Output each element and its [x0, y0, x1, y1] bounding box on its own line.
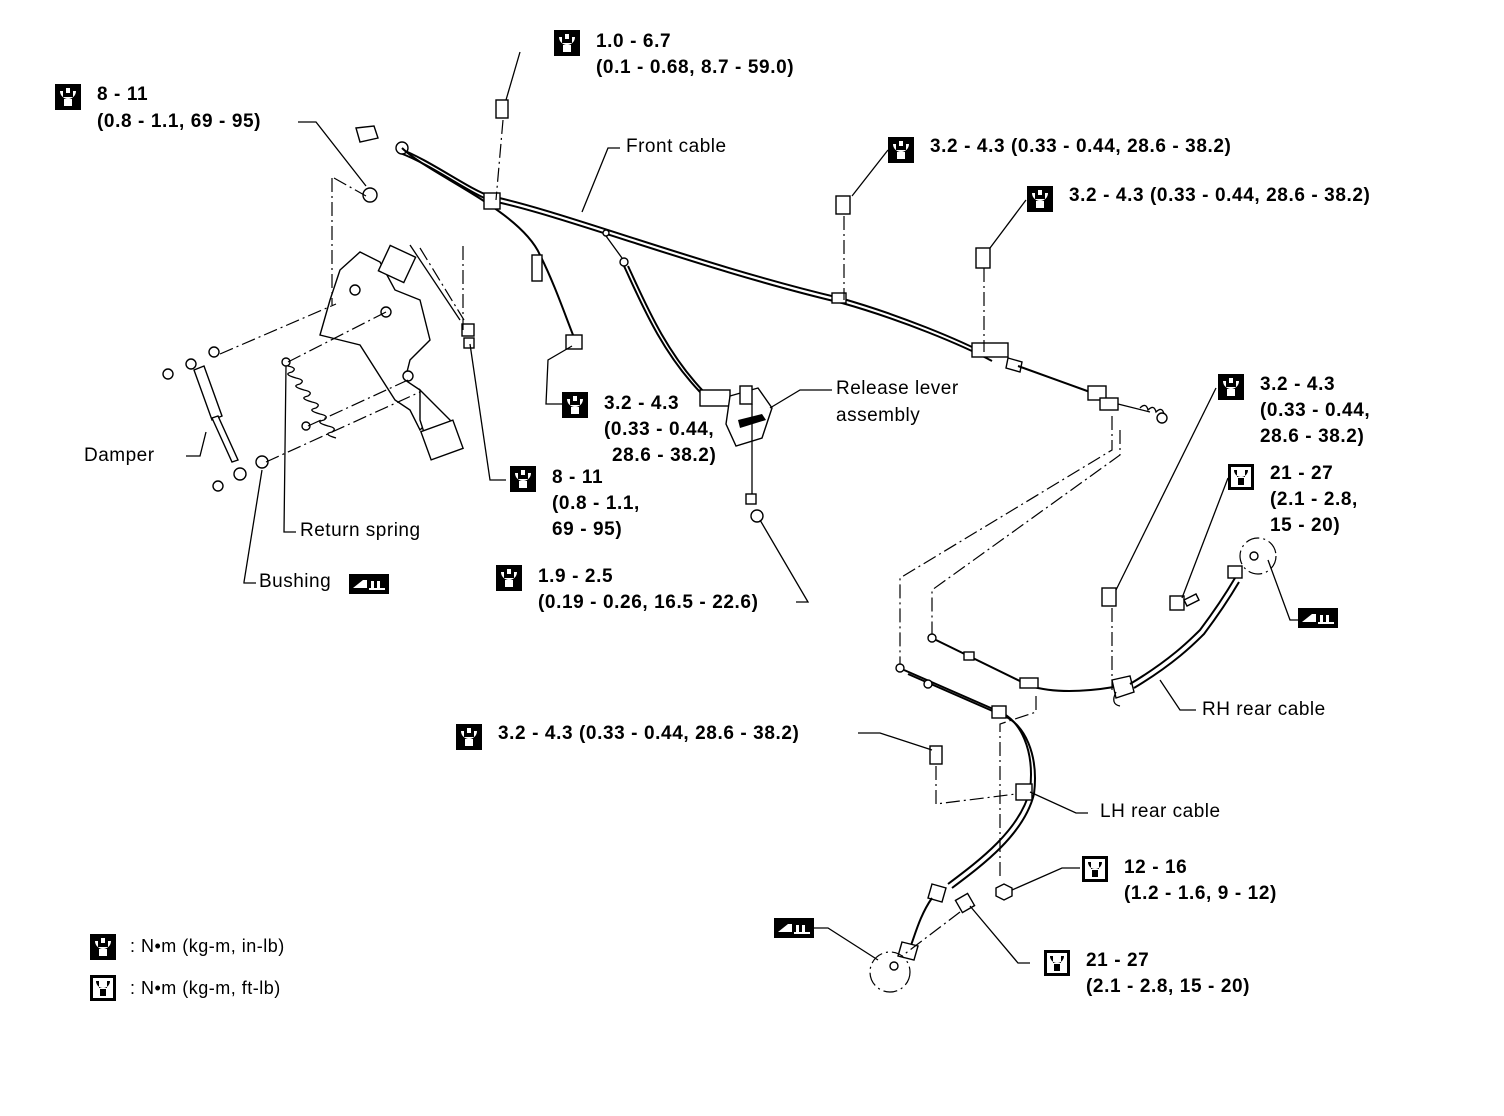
- torque-ftlb-icon: [1082, 856, 1108, 882]
- torque-spec-2-line2: (0.1 - 0.68, 8.7 - 59.0): [596, 57, 795, 78]
- torque-inlb-icon: [554, 30, 580, 56]
- torque-ftlb-icon: [1044, 950, 1070, 976]
- rear-cables-drawing: [495, 99, 1259, 971]
- torque-inlb-icon: [510, 466, 536, 492]
- torque-spec-6-line1: 8 - 11: [552, 467, 604, 488]
- torque-inlb-icon: [1218, 374, 1244, 400]
- lh-rear-cable-label: LH rear cable: [1100, 801, 1221, 822]
- torque-spec-6-line2: (0.8 - 1.1,: [552, 493, 640, 514]
- legend-inlb-icon: [90, 934, 116, 960]
- damper-label: Damper: [84, 445, 155, 466]
- grease-icon: [349, 574, 389, 594]
- grease-icon: [774, 918, 814, 938]
- legend-ftlb-text: : N•m (kg-m, ft-lb): [130, 978, 281, 998]
- torque-spec-7-line1: 1.9 - 2.5: [538, 566, 614, 587]
- torque-inlb-icon: [1027, 186, 1053, 212]
- torque-spec-12-line2: (2.1 - 2.8, 15 - 20): [1086, 976, 1251, 997]
- bushing-drawing: [255, 455, 269, 469]
- torque-ftlb-icon: [1228, 464, 1254, 490]
- torque-inlb-icon: [496, 565, 522, 591]
- lh-grease-point: [869, 951, 911, 993]
- torque-spec-11-line2: (1.2 - 1.6, 9 - 12): [1124, 883, 1277, 904]
- torque-spec-5-line3: 28.6 - 38.2): [612, 445, 717, 466]
- torque-spec-11-line1: 12 - 16: [1124, 857, 1188, 878]
- damper-drawing: [162, 346, 247, 492]
- torque-spec-5-line1: 3.2 - 4.3: [604, 393, 680, 414]
- release-lever-drawing: [602, 229, 773, 523]
- rh-rear-cable-label: RH rear cable: [1202, 699, 1326, 720]
- torque-spec-8-line2: (0.33 - 0.44,: [1260, 400, 1371, 421]
- torque-inlb-icon: [456, 724, 482, 750]
- return-spring-drawing: [281, 357, 337, 439]
- pedal-assembly-drawing: [319, 187, 475, 461]
- torque-spec-8-line3: 28.6 - 38.2): [1260, 426, 1365, 447]
- torque-spec-10: 3.2 - 4.3 (0.33 - 0.44, 28.6 - 38.2): [498, 723, 800, 744]
- grease-icon: [1298, 608, 1338, 628]
- torque-spec-2-line1: 1.0 - 6.7: [596, 31, 672, 52]
- torque-spec-9-line2: (2.1 - 2.8,: [1270, 489, 1358, 510]
- torque-inlb-icon: [562, 392, 588, 418]
- torque-inlb-icon: [888, 137, 914, 163]
- torque-spec-7-line2: (0.19 - 0.26, 16.5 - 22.6): [538, 592, 759, 613]
- front-cable-drawing: [355, 125, 1168, 424]
- torque-inlb-icon: [55, 84, 81, 110]
- torque-spec-6-line3: 69 - 95): [552, 519, 623, 540]
- torque-spec-8-line1: 3.2 - 4.3: [1260, 374, 1336, 395]
- return-spring-label: Return spring: [300, 520, 421, 541]
- torque-spec-3: 3.2 - 4.3 (0.33 - 0.44, 28.6 - 38.2): [930, 136, 1232, 157]
- legend-ftlb-icon: [90, 975, 116, 1001]
- legend-inlb-text: : N•m (kg-m, in-lb): [130, 936, 285, 956]
- release-lever-label-line1: Release lever: [836, 378, 959, 399]
- torque-spec-12-line1: 21 - 27: [1086, 950, 1150, 971]
- torque-spec-1-line2: (0.8 - 1.1, 69 - 95): [97, 111, 262, 132]
- torque-spec-5-line2: (0.33 - 0.44,: [604, 419, 715, 440]
- torque-spec-9-line1: 21 - 27: [1270, 463, 1334, 484]
- torque-spec-4: 3.2 - 4.3 (0.33 - 0.44, 28.6 - 38.2): [1069, 185, 1371, 206]
- bushing-label: Bushing: [259, 571, 332, 592]
- release-lever-label-line2: assembly: [836, 405, 921, 426]
- torque-spec-1-line1: 8 - 11: [97, 84, 149, 105]
- leader-lines: [186, 51, 1300, 964]
- front-cable-label: Front cable: [626, 136, 727, 157]
- rh-grease-point: [1239, 537, 1277, 575]
- torque-spec-9-line3: 15 - 20): [1270, 515, 1341, 536]
